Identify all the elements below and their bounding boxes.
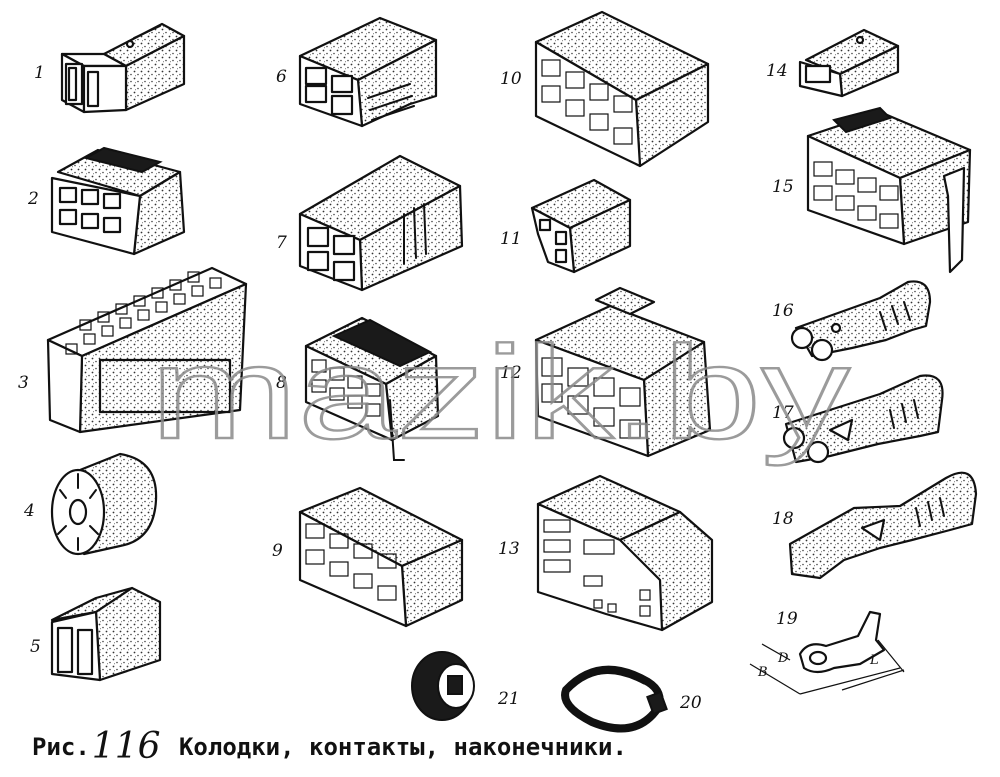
label-18: 18 bbox=[772, 509, 794, 529]
label-12: 12 bbox=[500, 363, 522, 383]
terminal-18 bbox=[788, 471, 978, 580]
connector-4 bbox=[50, 452, 158, 556]
terminal-17 bbox=[782, 374, 944, 464]
dim-label-b: B bbox=[757, 665, 768, 680]
connector-6 bbox=[298, 16, 438, 128]
label-6: 6 bbox=[276, 67, 287, 87]
connector-13 bbox=[536, 474, 714, 632]
connector-10 bbox=[534, 10, 710, 168]
connector-5 bbox=[50, 586, 162, 682]
figure-caption: Рис.116 Колодки, контакты, наконечники. bbox=[32, 726, 627, 767]
label-16: 16 bbox=[772, 301, 794, 321]
dim-label-d: D bbox=[777, 651, 789, 666]
connector-8 bbox=[304, 316, 440, 461]
caption-text: Колодки, контакты, наконечники. bbox=[178, 733, 627, 761]
connector-9 bbox=[298, 486, 464, 628]
connector-14 bbox=[798, 28, 900, 98]
label-13: 13 bbox=[498, 539, 520, 559]
clamp-20 bbox=[561, 665, 668, 733]
label-20: 20 bbox=[679, 693, 702, 713]
label-14: 14 bbox=[766, 61, 788, 81]
connector-3 bbox=[46, 266, 248, 434]
label-11: 11 bbox=[500, 229, 522, 249]
label-4: 4 bbox=[23, 501, 35, 521]
label-9: 9 bbox=[272, 541, 283, 561]
label-8: 8 bbox=[276, 373, 287, 393]
label-3: 3 bbox=[18, 373, 29, 393]
terminal-19: B D L bbox=[749, 610, 905, 695]
watermark: mazik.by bbox=[150, 319, 850, 466]
connector-12 bbox=[534, 286, 712, 458]
label-15: 15 bbox=[772, 177, 794, 197]
label-19: 19 bbox=[776, 609, 798, 629]
label-17: 17 bbox=[772, 403, 794, 423]
label-5: 5 bbox=[30, 637, 41, 657]
terminal-16 bbox=[790, 280, 932, 362]
caption-prefix: Рис. bbox=[32, 733, 90, 761]
connector-7 bbox=[298, 154, 464, 292]
connector-1 bbox=[60, 22, 186, 114]
connector-2 bbox=[50, 146, 186, 256]
figure-numbers: 1 2 3 4 5 6 7 8 9 10 11 12 13 14 15 16 1… bbox=[18, 61, 798, 713]
cap-21 bbox=[411, 651, 475, 721]
label-2: 2 bbox=[27, 189, 39, 209]
label-10: 10 bbox=[500, 69, 522, 89]
dim-label-l: L bbox=[869, 653, 879, 668]
label-7: 7 bbox=[276, 233, 287, 253]
connector-11 bbox=[530, 178, 632, 274]
label-21: 21 bbox=[497, 689, 520, 709]
caption-number: 116 bbox=[91, 726, 161, 767]
label-1: 1 bbox=[34, 63, 45, 83]
connector-15 bbox=[806, 106, 972, 274]
